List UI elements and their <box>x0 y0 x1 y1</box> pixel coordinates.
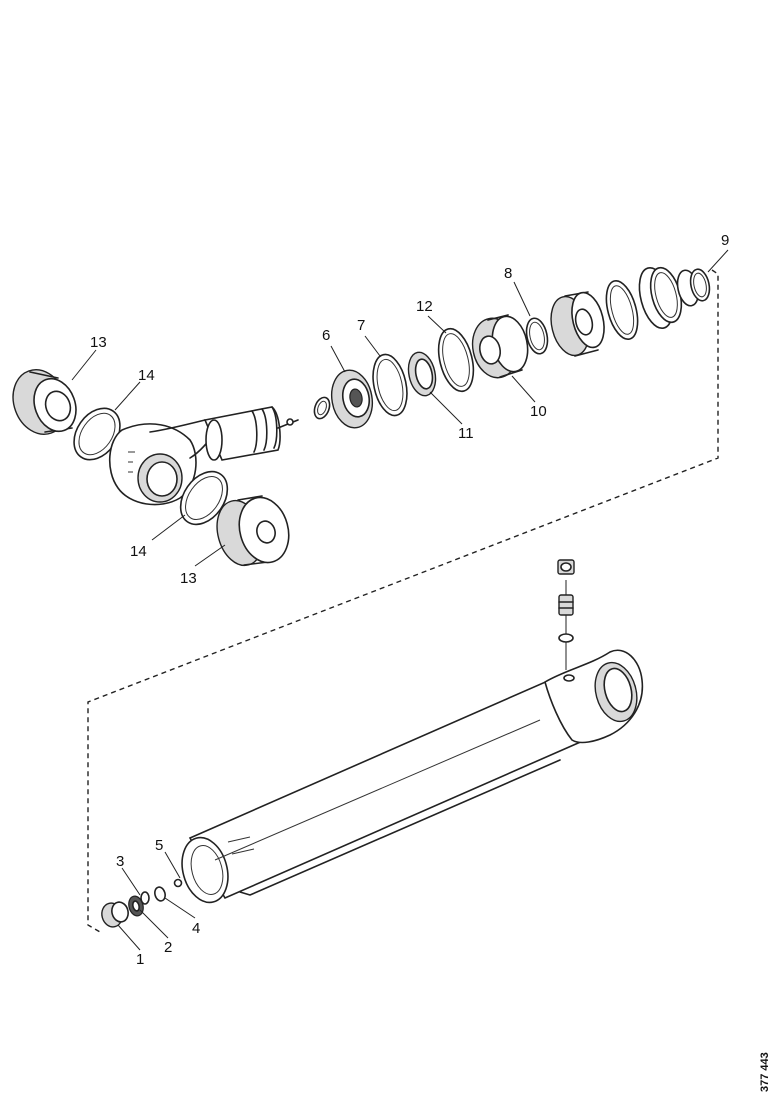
small-o-ring <box>313 396 331 420</box>
callout-13-upper: 13 <box>90 334 107 351</box>
part-4-valve <box>154 886 166 902</box>
callout-6: 6 <box>322 327 330 344</box>
callout-1: 1 <box>136 951 144 968</box>
barrel-eye-end <box>544 649 644 744</box>
cylinder-barrel <box>181 679 586 904</box>
part-7-seal <box>372 353 408 417</box>
double-seal-ring <box>638 266 683 329</box>
part-3-spring <box>140 891 150 905</box>
callout-7: 7 <box>357 317 365 334</box>
part-1-plug <box>101 901 129 928</box>
part-11-ring <box>407 351 437 397</box>
callout-12: 12 <box>416 298 433 315</box>
piston-rod-shaft <box>203 406 299 461</box>
callout-8: 8 <box>504 265 512 282</box>
wiper-ring <box>605 279 639 341</box>
callout-4: 4 <box>192 920 200 937</box>
rod-eye-end <box>108 419 219 506</box>
cylinder-head <box>550 291 605 357</box>
part-12-seal-ring <box>437 327 475 393</box>
part-8-o-ring <box>525 317 549 355</box>
part-2-washer <box>128 895 144 917</box>
callout-13-lower: 13 <box>180 570 197 587</box>
part-10-piston <box>471 314 529 379</box>
callout-10: 10 <box>530 403 547 420</box>
callout-3: 3 <box>116 853 124 870</box>
part-9-retaining-ring <box>676 268 711 307</box>
callout-9: 9 <box>721 232 729 249</box>
reference-number: 377 443 <box>759 1052 771 1092</box>
callout-11: 11 <box>458 425 474 442</box>
leader-lines <box>71 249 729 951</box>
grease-fitting <box>557 559 575 670</box>
part-6-guide-ring <box>330 369 374 429</box>
callout-14-lower: 14 <box>130 543 147 560</box>
callout-2: 2 <box>164 939 172 956</box>
callout-5: 5 <box>155 837 163 854</box>
part-5-ball <box>173 878 183 888</box>
part-13-bushing-right <box>216 495 290 567</box>
assembly-dashed-line <box>87 269 719 933</box>
callout-14-upper: 14 <box>138 367 155 384</box>
part-13-bushing-left <box>12 369 77 435</box>
